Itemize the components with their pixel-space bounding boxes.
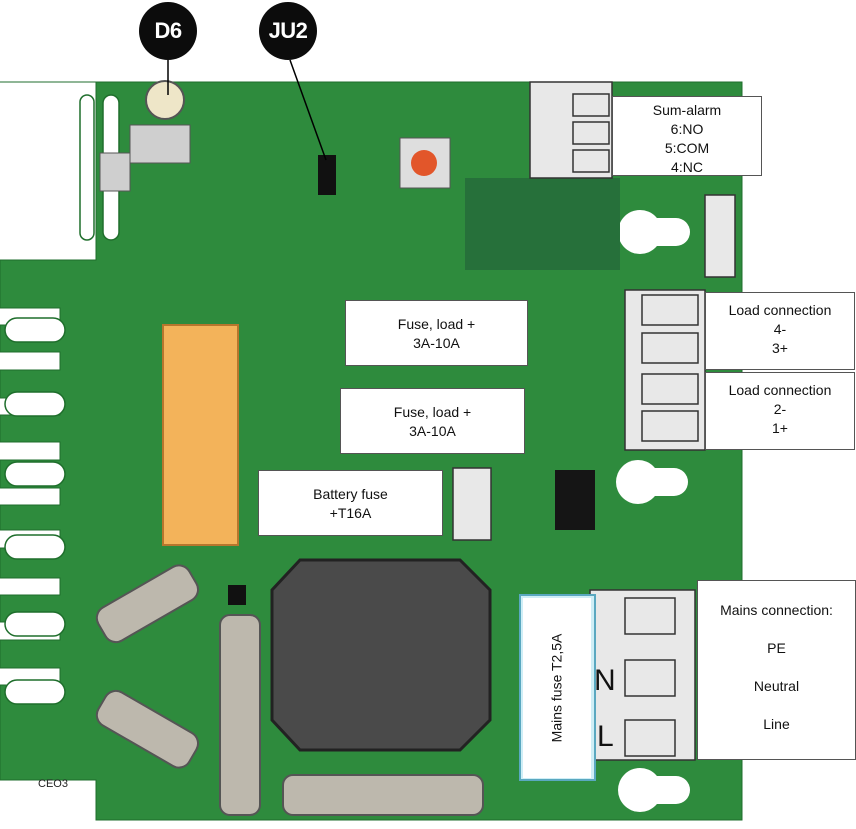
fuse-load-2-line2: 3A-10A bbox=[409, 423, 456, 439]
fuse-load-1-line2: 3A-10A bbox=[413, 335, 460, 351]
fuse-load-2-label: Fuse, load + 3A-10A bbox=[340, 388, 525, 454]
load-connection-a-pos: 3+ bbox=[772, 340, 788, 356]
callout-d6: D6 bbox=[139, 2, 197, 60]
load-connection-a-neg: 4- bbox=[773, 321, 787, 337]
battery-fuse-label: Battery fuse +T16A bbox=[258, 470, 443, 536]
mains-connection-label: Mains connection: PE Neutral Line bbox=[697, 580, 856, 760]
ic-area bbox=[465, 178, 620, 270]
mains-fuse-label: Mains fuse T2,5A bbox=[523, 598, 591, 778]
fuse-load-2-line1: Fuse, load + bbox=[393, 404, 472, 420]
mains-pe: PE bbox=[767, 640, 786, 656]
mounting-holes bbox=[616, 210, 690, 812]
header-connector-small bbox=[99, 152, 131, 192]
board-code: CEO3 bbox=[38, 778, 68, 790]
edge-slots bbox=[4, 94, 120, 705]
terminal-blocks bbox=[452, 81, 736, 761]
sum-alarm-title: Sum-alarm bbox=[652, 102, 722, 118]
relay bbox=[555, 470, 595, 530]
terminal-n-label: N bbox=[594, 664, 616, 697]
load-connection-b-label: Load connection 2- 1+ bbox=[705, 372, 855, 450]
terminal-l-label: L bbox=[597, 720, 614, 753]
fuse-load-1-label: Fuse, load + 3A-10A bbox=[345, 300, 528, 366]
sum-alarm-label: Sum-alarm 6:NO 5:COM 4:NC bbox=[612, 96, 762, 176]
load-connection-b-neg: 2- bbox=[773, 401, 787, 417]
sum-alarm-nc: 4:NC bbox=[671, 159, 703, 175]
orange-capacitor bbox=[162, 324, 239, 546]
fuse-load-1-line1: Fuse, load + bbox=[397, 316, 476, 332]
load-connection-b-title: Load connection bbox=[728, 382, 832, 398]
choke-coil bbox=[270, 558, 492, 752]
battery-fuse-line1: Battery fuse bbox=[313, 486, 388, 502]
resistors bbox=[95, 564, 484, 816]
ju2-leader bbox=[289, 59, 327, 161]
red-button bbox=[411, 150, 437, 176]
callout-ju2: JU2 bbox=[259, 2, 317, 60]
load-connection-a-title: Load connection bbox=[728, 302, 832, 318]
mains-line: Line bbox=[763, 716, 790, 732]
mains-fuse-text: Mains fuse T2,5A bbox=[548, 633, 565, 743]
mains-neutral: Neutral bbox=[753, 678, 800, 694]
mains-connection-title: Mains connection: bbox=[720, 602, 833, 618]
smd-part bbox=[228, 585, 246, 605]
sum-alarm-no: 6:NO bbox=[670, 121, 704, 137]
load-connection-b-pos: 1+ bbox=[772, 420, 788, 436]
battery-fuse-line2: +T16A bbox=[329, 505, 372, 521]
sum-alarm-com: 5:COM bbox=[664, 140, 710, 156]
led-d6 bbox=[145, 80, 185, 120]
load-connection-a-label: Load connection 4- 3+ bbox=[705, 292, 855, 370]
header-connector bbox=[129, 124, 191, 164]
jumper-ju2 bbox=[318, 155, 336, 195]
